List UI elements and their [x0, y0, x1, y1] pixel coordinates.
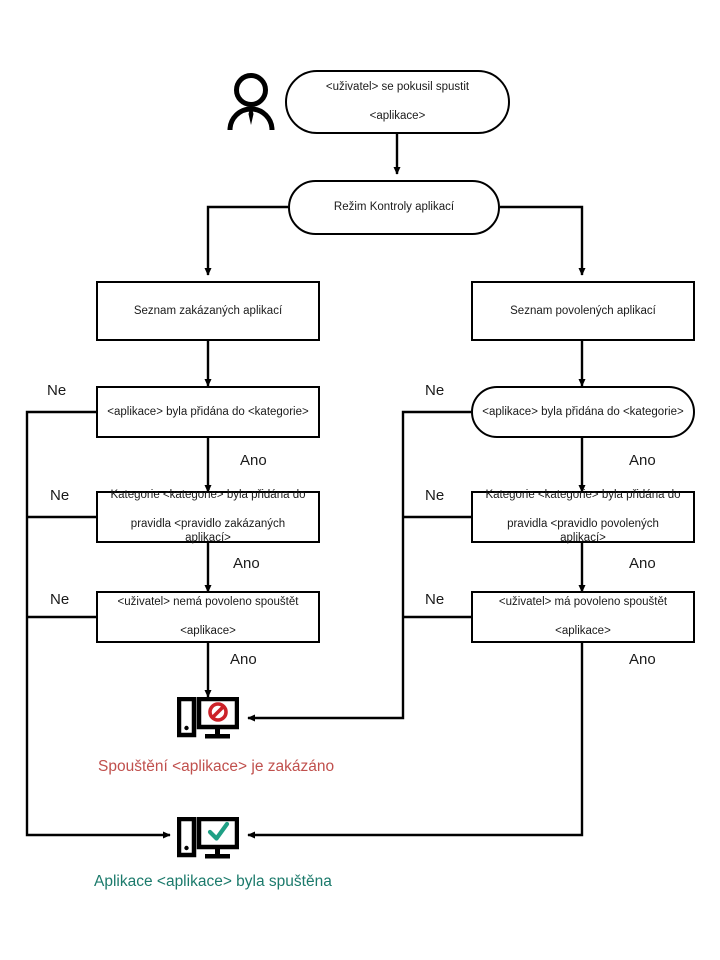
- node-left-app-in-category-text: <aplikace> byla přidána do <kategorie>: [107, 405, 309, 418]
- node-right-category-in-rule-line1: Kategorie <kategorie> byla přidána do: [485, 489, 681, 502]
- node-left-category-in-rule-line2: pravidla <pravidlo zakázaných aplikací>: [130, 518, 286, 545]
- node-start[interactable]: <uživatel> se pokusil spustit <aplikace>: [285, 70, 510, 134]
- edge-label-left-no-1: Ne: [47, 382, 67, 399]
- edge-label-left-yes-2: Ano: [233, 555, 260, 572]
- node-right-user-allowed[interactable]: <uživatel> má povoleno spouštět <aplikac…: [471, 591, 695, 643]
- node-left-category-in-rule-text: Kategorie <kategorie> byla přidána do pr…: [98, 488, 318, 546]
- node-left-category-in-rule[interactable]: Kategorie <kategorie> byla přidána do pr…: [96, 488, 320, 546]
- edge-label-right-yes-3: Ano: [629, 651, 656, 668]
- edge-label-left-no-2: Ne: [50, 487, 70, 504]
- edge-label-left-yes-1: Ano: [240, 452, 267, 469]
- node-denylist-text: Seznam zakázaných aplikací: [133, 304, 283, 317]
- node-right-user-allowed-line2: <aplikace>: [555, 625, 611, 638]
- node-right-category-in-rule-text: Kategorie <kategorie> byla přidána do pr…: [473, 488, 693, 546]
- monitor-blocked-icon: [176, 696, 240, 748]
- node-right-app-in-category[interactable]: <aplikace> byla přidána do <kategorie>: [471, 386, 695, 438]
- node-start-line2: <aplikace>: [369, 110, 426, 123]
- node-mode[interactable]: Režim Kontroly aplikací: [288, 180, 500, 235]
- node-left-user-not-allowed-line2: <aplikace>: [180, 625, 236, 638]
- outcome-started-caption: Aplikace <aplikace> byla spuštěna: [94, 873, 332, 890]
- node-right-app-in-category-text: <aplikace> byla přidána do <kategorie>: [482, 405, 684, 418]
- node-left-user-not-allowed-line1: <uživatel> nemá povoleno spouštět: [117, 596, 299, 609]
- monitor-allowed-icon: [176, 816, 240, 868]
- node-start-text: <uživatel> se pokusil spustit <aplikace>: [314, 80, 481, 123]
- node-right-user-allowed-text: <uživatel> má povoleno spouštět <aplikac…: [487, 595, 679, 638]
- node-denylist[interactable]: Seznam zakázaných aplikací: [96, 281, 320, 341]
- node-allowlist-text: Seznam povolených aplikací: [510, 304, 656, 317]
- outcome-blocked-caption: Spouštění <aplikace> je zakázáno: [98, 758, 335, 775]
- node-mode-text: Režim Kontroly aplikací: [333, 201, 455, 214]
- edge-label-left-no-3: Ne: [50, 591, 70, 608]
- node-right-category-in-rule[interactable]: Kategorie <kategorie> byla přidána do pr…: [471, 488, 695, 546]
- node-allowlist[interactable]: Seznam povolených aplikací: [471, 281, 695, 341]
- node-right-user-allowed-line1: <uživatel> má povoleno spouštět: [498, 596, 668, 609]
- node-right-category-in-rule-line2: pravidla <pravidlo povolených aplikací>: [507, 518, 659, 545]
- edge-label-right-yes-2: Ano: [629, 555, 656, 572]
- node-start-line1: <uživatel> se pokusil spustit: [325, 81, 470, 94]
- edge-label-left-yes-3: Ano: [230, 651, 257, 668]
- edge-label-right-yes-1: Ano: [629, 452, 656, 469]
- node-left-app-in-category[interactable]: <aplikace> byla přidána do <kategorie>: [96, 386, 320, 438]
- node-left-category-in-rule-line1: Kategorie <kategorie> byla přidána do: [110, 489, 306, 502]
- edge-label-right-no-1: Ne: [425, 382, 445, 399]
- node-left-user-not-allowed-text: <uživatel> nemá povoleno spouštět <aplik…: [106, 595, 311, 638]
- edge-label-right-no-2: Ne: [425, 487, 445, 504]
- person-icon: [224, 72, 278, 137]
- node-left-user-not-allowed[interactable]: <uživatel> nemá povoleno spouštět <aplik…: [96, 591, 320, 643]
- edge-label-right-no-3: Ne: [425, 591, 445, 608]
